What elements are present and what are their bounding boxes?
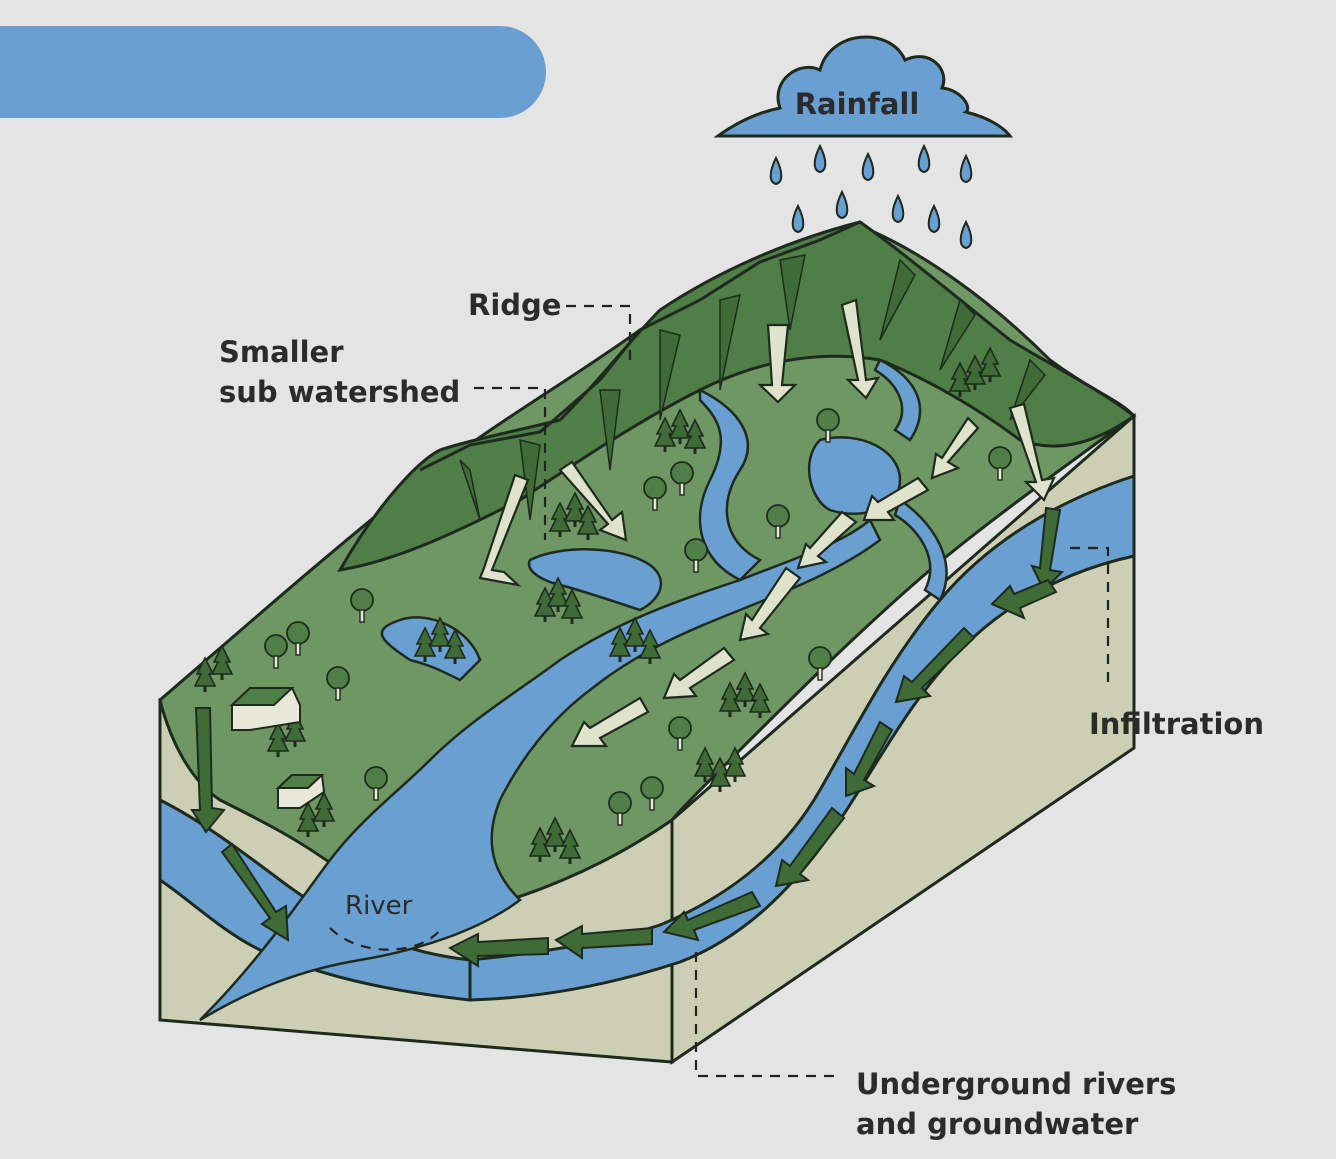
sub-watershed-label-line-2: sub watershed	[219, 375, 460, 409]
underground-label-line-2: and groundwater	[856, 1107, 1139, 1141]
ridge-label: Ridge	[468, 288, 561, 322]
rainfall-label: Rainfall	[795, 87, 920, 121]
title-banner	[0, 26, 546, 118]
house-1	[232, 688, 300, 730]
river-label: River	[345, 891, 413, 921]
sub-watershed-label-line-1: Smaller	[219, 335, 344, 369]
underground-label-line-1: Underground rivers	[856, 1067, 1176, 1101]
infiltration-label: Infiltration	[1089, 707, 1264, 741]
